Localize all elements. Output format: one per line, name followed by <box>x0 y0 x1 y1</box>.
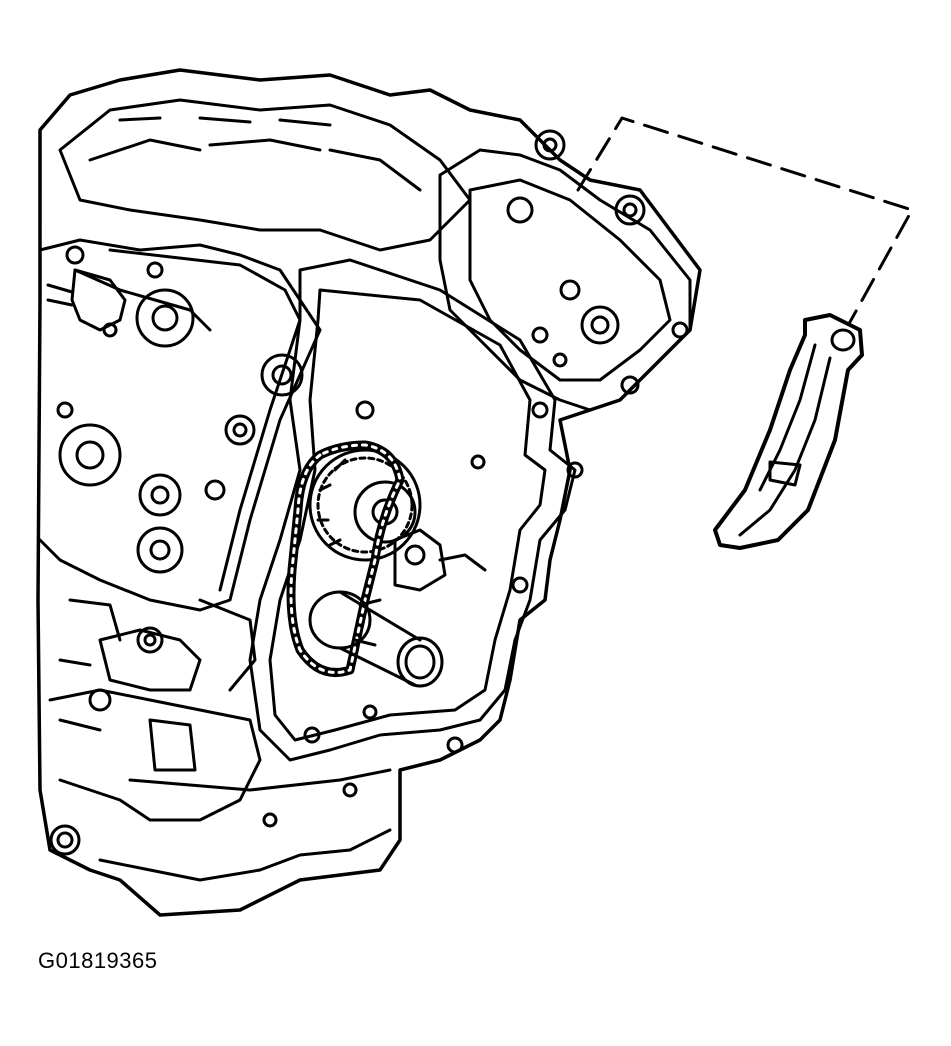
camshaft-sprocket <box>308 448 422 562</box>
leader-line <box>576 116 914 342</box>
crankshaft-snout <box>308 590 444 688</box>
figure-code: G01819365 <box>38 948 158 973</box>
chain-guide <box>713 313 864 550</box>
timing-chain <box>286 440 405 677</box>
engine-block <box>36 68 702 917</box>
